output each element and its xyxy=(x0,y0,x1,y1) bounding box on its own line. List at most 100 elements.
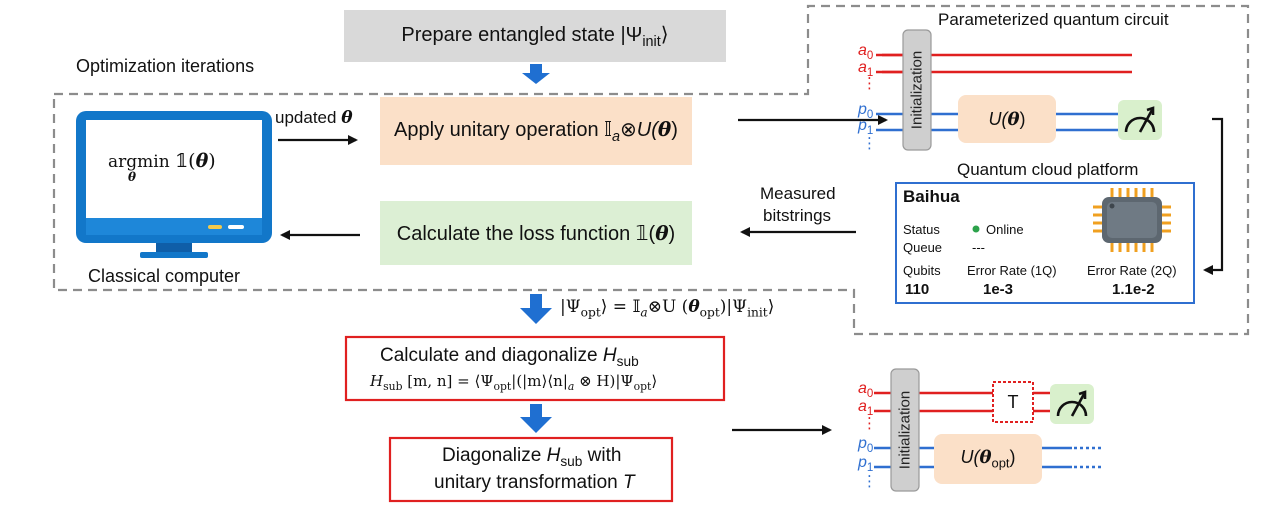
circuit-2-a0: a0 xyxy=(858,380,873,400)
c1-p0-letter: p xyxy=(858,101,867,118)
optimized-state-formula: |Ψopt⟩ = 𝕀a⊗U (θopt)|Ψinit⟩ xyxy=(560,297,774,319)
c2-p0-sub: 0 xyxy=(866,443,874,456)
d1-l2-opt2: opt xyxy=(633,379,652,393)
circuit-1-measure-box xyxy=(1118,100,1162,140)
opt-theta: θ xyxy=(688,297,700,317)
opt-post-sub: init xyxy=(747,305,768,320)
d2-post: with xyxy=(582,445,622,466)
online-dot-icon xyxy=(972,225,980,233)
circuit-1-p0: p0 xyxy=(858,101,873,121)
circuit-2-init-box xyxy=(890,368,920,492)
diag-box-2-line2: unitary transformation T xyxy=(434,472,635,494)
c1-a1-letter: a xyxy=(858,59,867,76)
c1-p0-sub: 0 xyxy=(866,109,874,122)
circuit-1-u-close: ) xyxy=(1019,108,1026,129)
opt-theta-sub: opt xyxy=(699,305,720,320)
c2-p1-letter: p xyxy=(858,454,867,471)
unitary-text: Apply unitary operation 𝕀a⊗U(θ) xyxy=(394,117,678,145)
d2-pre: Diagonalize xyxy=(442,445,547,466)
classical-computer-label: Classical computer xyxy=(88,266,241,286)
c1-p1-sub: 1 xyxy=(866,125,874,138)
circuit-1-a1: a1 xyxy=(858,59,873,79)
circuit-1-blue-dots: ⋮ xyxy=(862,135,877,152)
diag-box-1-line1: Calculate and diagonalize Hsub xyxy=(380,345,639,369)
loss-pre: Calculate the loss function 𝟙( xyxy=(396,222,656,245)
argmin-word: argmin xyxy=(108,152,170,172)
circuit-1-init-box xyxy=(902,29,932,151)
circuit-title: Parameterized quantum circuit xyxy=(938,10,1169,29)
circuit-2-init-label: Initialization xyxy=(896,390,914,470)
opt-pre-sub: opt xyxy=(580,305,601,320)
d1-l2-tail: ⊗ H)|Ψ xyxy=(574,372,634,390)
d1-l2-a: a xyxy=(567,379,575,393)
c1-a0-letter: a xyxy=(858,42,867,59)
argmin-formula: argmin 𝟙(θ) xyxy=(108,150,216,173)
prepare-state-box: Prepare entangled state |Ψinit⟩ xyxy=(344,10,726,62)
circuit-2-a1: a1 xyxy=(858,398,873,418)
queue-value: --- xyxy=(972,240,985,255)
circuit-2-u-box xyxy=(934,434,1042,484)
opt-close: ⟩ xyxy=(767,297,775,317)
loss-close: ) xyxy=(668,222,676,245)
unitary-a: a xyxy=(612,129,621,146)
circuit-2-t-box xyxy=(992,381,1034,423)
unitary-box-bg xyxy=(380,97,692,165)
c1-p1-letter: p xyxy=(858,117,867,134)
c2-u-sub: opt xyxy=(991,455,1010,471)
c2-u-pre: U( xyxy=(960,447,980,468)
blue-arrow-down-3 xyxy=(520,404,552,433)
loss-theta: θ xyxy=(655,220,669,245)
argmin-loss: 𝟙( xyxy=(174,150,196,172)
argmin-subscript: θ xyxy=(128,170,137,184)
c2-p1-sub: 1 xyxy=(866,462,874,475)
opt-a: a xyxy=(640,305,648,320)
err2-value: 1.1e-2 xyxy=(1112,281,1155,298)
unitary-mid: ⊗U( xyxy=(620,118,658,141)
d2-sub: sub xyxy=(560,453,583,469)
loss-box: Calculate the loss function 𝟙(θ) xyxy=(380,201,692,265)
circuit-2-red-dots: ⋮ xyxy=(862,415,877,432)
circuit-2-t-label: T xyxy=(1007,391,1019,412)
d1-pre: Calculate and diagonalize xyxy=(380,345,603,366)
circuit-1-init-label: Initialization xyxy=(908,50,926,130)
c2-a1-sub: 1 xyxy=(866,406,874,419)
argmin-theta: θ xyxy=(195,150,209,172)
circuit-1-red-dots: ⋮ xyxy=(862,75,877,92)
optimization-iterations-label: Optimization iterations xyxy=(76,56,255,76)
circuit-1-p1: p1 xyxy=(858,117,873,137)
prepare-state-close: ⟩ xyxy=(660,23,669,46)
prepare-state-text: Prepare entangled state |Ψinit⟩ xyxy=(401,22,668,50)
d1-sub: sub xyxy=(616,353,639,369)
argmin-close: ) xyxy=(208,150,216,172)
d2-line2: unitary transformation xyxy=(434,472,624,493)
chip-icon xyxy=(1093,188,1171,252)
circuit-2-meter-icon xyxy=(1056,390,1088,417)
arrow-circuit-to-cloud xyxy=(1203,117,1224,275)
opt-pre: |Ψ xyxy=(560,297,581,317)
err2-key: Error Rate (2Q) xyxy=(1087,263,1177,278)
loss-text: Calculate the loss function 𝟙(θ) xyxy=(397,221,675,246)
cloud-title: Quantum cloud platform xyxy=(957,160,1139,179)
diag-box-1-border xyxy=(344,335,726,402)
blue-arrow-down-1 xyxy=(522,64,550,84)
c2-a0-sub: 0 xyxy=(866,388,874,401)
circuit-1-u-label: U(θ) xyxy=(958,95,1056,143)
qubits-key: Qubits xyxy=(903,263,941,278)
unitary-pre: Apply unitary operation 𝕀 xyxy=(394,118,613,141)
d1-l2-close: ⟩ xyxy=(651,372,658,390)
circuit-2-measure-box xyxy=(1050,384,1094,424)
optimization-region-border xyxy=(52,4,1250,336)
updated-theta: θ xyxy=(341,108,353,128)
blue-arrow-down-2 xyxy=(520,294,552,324)
qubits-value: 110 xyxy=(905,281,930,298)
status-key: Status xyxy=(903,222,940,237)
cloud-name: Baihua xyxy=(903,187,960,206)
err1-value: 1e-3 xyxy=(983,281,1014,298)
c2-u-theta: θ xyxy=(979,447,992,469)
d1-l2-rest: [m, n] = ⟨Ψ xyxy=(402,372,494,390)
diag-box-2-line1: Diagonalize Hsub with xyxy=(442,445,621,469)
circuit-2-u-label: U(θopt) xyxy=(934,434,1042,484)
opt-op: ⊗U ( xyxy=(647,297,689,317)
status-value: Online xyxy=(986,222,1024,237)
c2-u-close: ) xyxy=(1009,447,1016,468)
